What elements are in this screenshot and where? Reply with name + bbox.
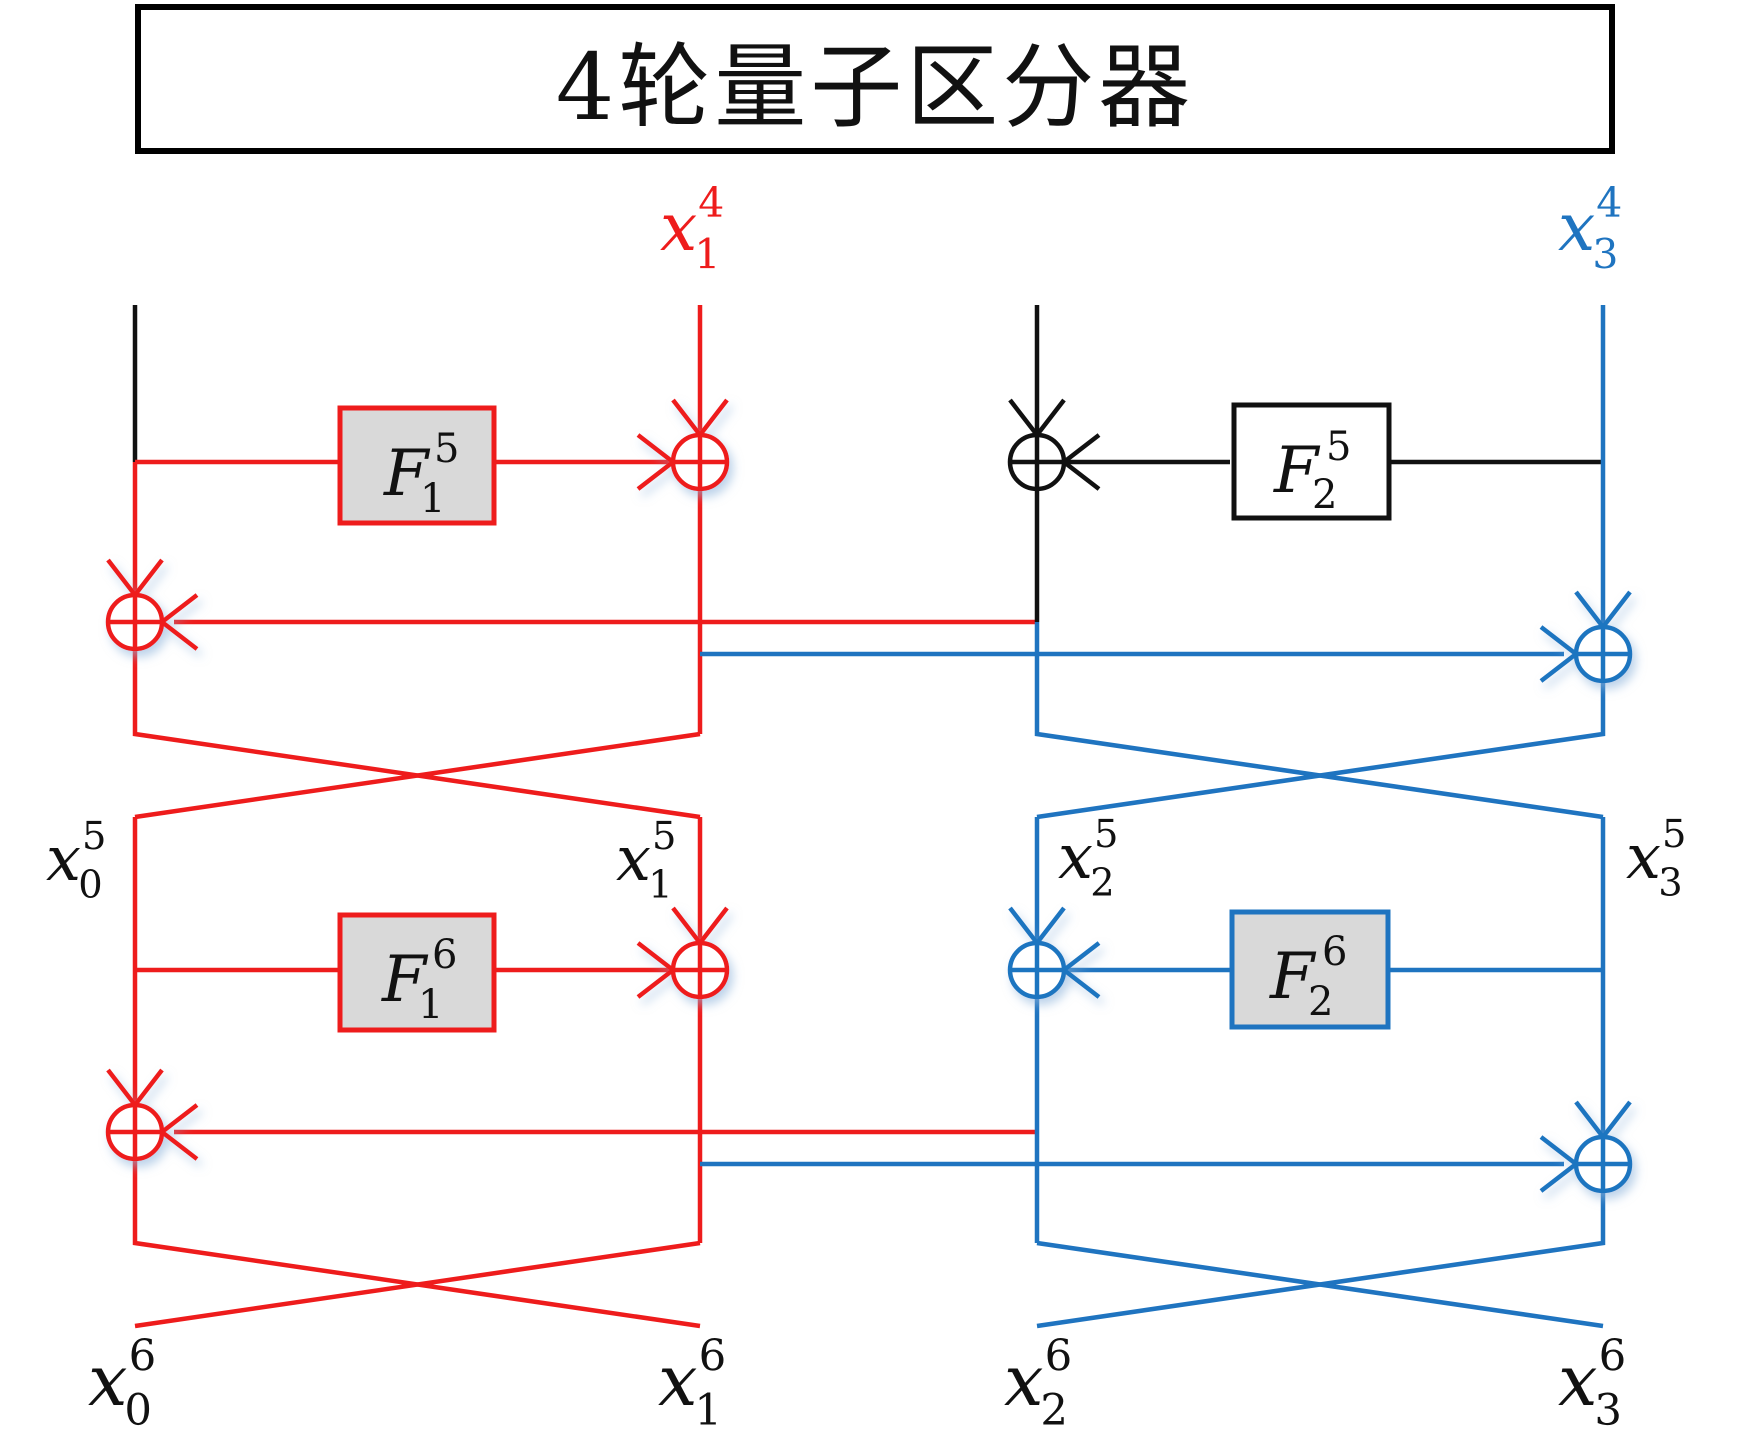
diagram-title: 4轮量子区分器 [555, 33, 1195, 141]
wire6-x1-out [134, 1240, 701, 1329]
f-box-r5-2-label: F [1273, 434, 1321, 508]
round5-red-wires [132, 305, 1037, 820]
mid-label-x2: x25 [1058, 812, 1118, 905]
input-label-x3-sup: 4 [1596, 179, 1622, 227]
f-box-r5-1: F 1 5 [337, 405, 497, 526]
wire-x0-bottom [132, 649, 701, 820]
input-label-x1-sup: 4 [698, 179, 724, 227]
mid-label-x3-base: x [1626, 820, 1661, 893]
xor-r6-x2 [1007, 906, 1101, 1000]
f-box-r6-2-sup: 6 [1322, 929, 1347, 975]
output-label-x2-base: x [1004, 1340, 1043, 1422]
xor-r6-x0 [105, 1068, 199, 1162]
wire6-x0-out [132, 1157, 701, 1329]
xor-r6-x0-arrow-left [158, 1103, 199, 1161]
f-box-r5-1-label: F [383, 437, 431, 511]
output-label-x0: x06 [88, 1331, 156, 1436]
input-label-x1-base: x [660, 189, 697, 266]
xor-r5-x1-arrow-down [671, 398, 729, 439]
xor-r5-x2-arrow-left [1060, 433, 1101, 491]
f-box-r5-1-sub: 1 [420, 476, 445, 522]
input-label-x1: x14 [660, 179, 724, 278]
round5-blue-wires [700, 305, 1606, 820]
mid-label-x0-base: x [46, 822, 81, 895]
xor-r5-x3-arrow-right [1539, 625, 1580, 683]
xor-r5-x3-arrow-down [1574, 590, 1632, 631]
mid-label-x1-base: x [616, 822, 651, 895]
wire6-x3-out [1036, 1191, 1606, 1329]
output-label-x3: x36 [1558, 1331, 1626, 1436]
f-box-r6-2-sub: 2 [1308, 979, 1333, 1025]
output-label-x1-sub: 1 [694, 1386, 722, 1436]
output-label-x3-sup: 6 [1599, 1331, 1627, 1381]
input-label-x3-base: x [1558, 189, 1595, 266]
wire-x1-bottom [134, 731, 701, 820]
wire-x2-lower [1034, 622, 1604, 820]
output-label-x0-base: x [88, 1340, 127, 1422]
f-box-r5-2: F 2 5 [1231, 402, 1392, 521]
xor-r6-x1-arrow-right [636, 941, 677, 999]
mid-label-x0-sub: 0 [78, 862, 102, 907]
mid-label-x0-sup: 5 [82, 814, 106, 859]
f-box-r5-2-sup: 5 [1326, 424, 1351, 470]
xor-r6-x3-arrow-down [1574, 1100, 1632, 1141]
xor-r5-x1-arrow-right [636, 433, 677, 491]
mid-label-x1-sup: 5 [652, 814, 676, 859]
f-box-r6-2-label: F [1269, 940, 1317, 1014]
mid-label-x3-sub: 3 [1658, 860, 1682, 905]
mid-label-x0: x05 [46, 814, 106, 907]
xor-r5-x0-arrow-left [158, 593, 199, 651]
output-label-x1-sup: 6 [699, 1331, 727, 1381]
xor-r6-x2-arrow-left [1060, 941, 1101, 999]
output-label-x0-sup: 6 [129, 1331, 157, 1381]
xor-r5-x3 [1539, 590, 1633, 684]
f-box-r6-2: F 2 6 [1229, 909, 1391, 1030]
xor-r5-x2-arrow-down [1008, 398, 1066, 439]
wire-x3-lower [1036, 680, 1606, 820]
mid-label-x2-sub: 2 [1090, 860, 1114, 905]
mid-label-x1-sub: 1 [648, 862, 672, 907]
output-label-x0-sub: 0 [124, 1386, 152, 1436]
xor-r6-x1-arrow-down [671, 906, 729, 947]
xor-r5-x0 [105, 558, 199, 652]
xor-r6-x0-arrow-down [106, 1068, 164, 1109]
f-box-r6-1-sup: 6 [432, 932, 457, 978]
xor-r6-x2-arrow-down [1008, 906, 1066, 947]
output-label-x1: x16 [658, 1331, 726, 1436]
f-box-r6-1: F 1 6 [337, 912, 497, 1033]
output-label-x2: x26 [1004, 1331, 1072, 1436]
title-box: 4轮量子区分器 [135, 4, 1615, 154]
mid-label-x1: x15 [616, 814, 676, 907]
output-label-x1-base: x [658, 1340, 697, 1422]
xor-r6-x3 [1539, 1100, 1633, 1194]
input-label-x1-sub: 1 [694, 230, 720, 278]
mid-label-x3: x35 [1626, 812, 1686, 905]
round6-red-wires [132, 817, 1037, 1329]
output-label-x2-sub: 2 [1040, 1386, 1068, 1436]
round6-blue-wires [700, 817, 1606, 1329]
output-label-x2-sup: 6 [1045, 1331, 1073, 1381]
output-label-x3-base: x [1558, 1340, 1597, 1422]
f-box-r6-1-label: F [381, 943, 429, 1017]
input-label-x3-sub: 3 [1592, 230, 1618, 278]
xor-r5-x0-arrow-down [106, 558, 164, 599]
xor-r6-x1 [636, 906, 730, 1000]
mid-label-x2-sup: 5 [1094, 812, 1118, 857]
mid-label-x2-base: x [1058, 820, 1093, 893]
xor-gates [105, 398, 1633, 1194]
xor-r5-x1 [636, 398, 730, 492]
f-box-r5-2-sub: 2 [1312, 472, 1337, 518]
xor-r6-x3-arrow-right [1539, 1135, 1580, 1193]
f-box-r5-1-sup: 5 [434, 426, 459, 472]
f-box-r6-1-sub: 1 [418, 982, 443, 1028]
xor-r5-x2 [1007, 398, 1101, 492]
output-label-x3-sub: 3 [1594, 1386, 1622, 1436]
mid-label-x3-sup: 5 [1662, 812, 1686, 857]
input-label-x3: x34 [1558, 179, 1622, 278]
